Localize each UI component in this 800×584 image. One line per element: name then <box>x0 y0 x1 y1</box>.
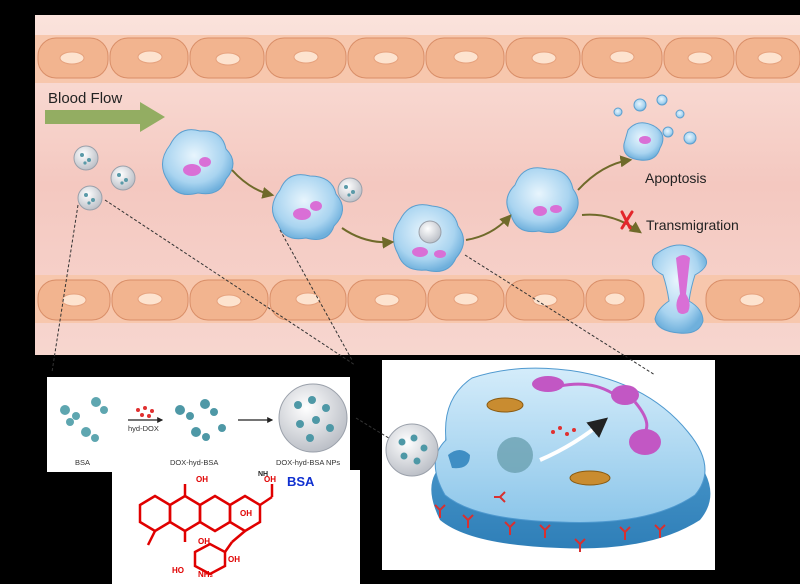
oh-label-1: OH <box>196 475 208 484</box>
apoptosis-label: Apoptosis <box>645 170 707 186</box>
apoptotic-cell-fragments <box>613 94 697 161</box>
oh-label-3: OH <box>198 537 210 546</box>
neutrophil-closeup <box>431 367 711 549</box>
oh-label-4: OH <box>264 475 276 484</box>
free-nanoparticles <box>73 145 363 211</box>
blood-flow-arrow-icon <box>45 102 165 132</box>
cross-icon <box>620 210 634 230</box>
blood-flow-label: Blood Flow <box>48 90 123 107</box>
top-endothelium <box>35 35 800 83</box>
nh2-label: NH₂ <box>198 570 214 579</box>
migration-arrows <box>231 155 642 249</box>
hyd-dox-caption: hyd-DOX <box>128 424 159 433</box>
dox-hyd-bsa-caption: DOX-hyd-BSA <box>170 458 219 467</box>
hyd-dox-molecules <box>136 406 154 418</box>
apoptotic-nucleus-fragment <box>639 136 651 144</box>
nanoparticle-large <box>278 383 348 453</box>
neutrophil-2 <box>272 174 343 240</box>
zoom-guides <box>51 199 656 441</box>
nanoparticle-cargo <box>80 153 355 205</box>
transmigration-blocked-mark: ✗ <box>620 199 621 200</box>
oh-label-5: OH <box>228 555 240 564</box>
oh-label-2: OH <box>240 509 252 518</box>
ho-label: HO <box>172 566 184 575</box>
nanoparticle-entering <box>385 423 439 477</box>
dox-chemical-structure <box>138 484 274 576</box>
transmigration-label: Transmigration <box>646 217 739 233</box>
nh-link-label: NH <box>258 471 269 478</box>
surface-receptors <box>434 491 666 552</box>
bsa-caption: BSA <box>75 458 91 467</box>
neutrophil-3 <box>393 204 464 272</box>
neutrophil-4 <box>506 167 579 234</box>
bsa-conjugate-tag: BSA <box>287 474 315 489</box>
bsa-protein-cluster <box>60 397 108 442</box>
transmigrating-neutrophil <box>651 244 708 334</box>
neutrophil-1 <box>162 129 234 195</box>
dox-hyd-bsa-cluster <box>175 399 226 441</box>
dox-hyd-bsa-nps-caption: DOX-hyd-BSA NPs <box>276 458 341 467</box>
